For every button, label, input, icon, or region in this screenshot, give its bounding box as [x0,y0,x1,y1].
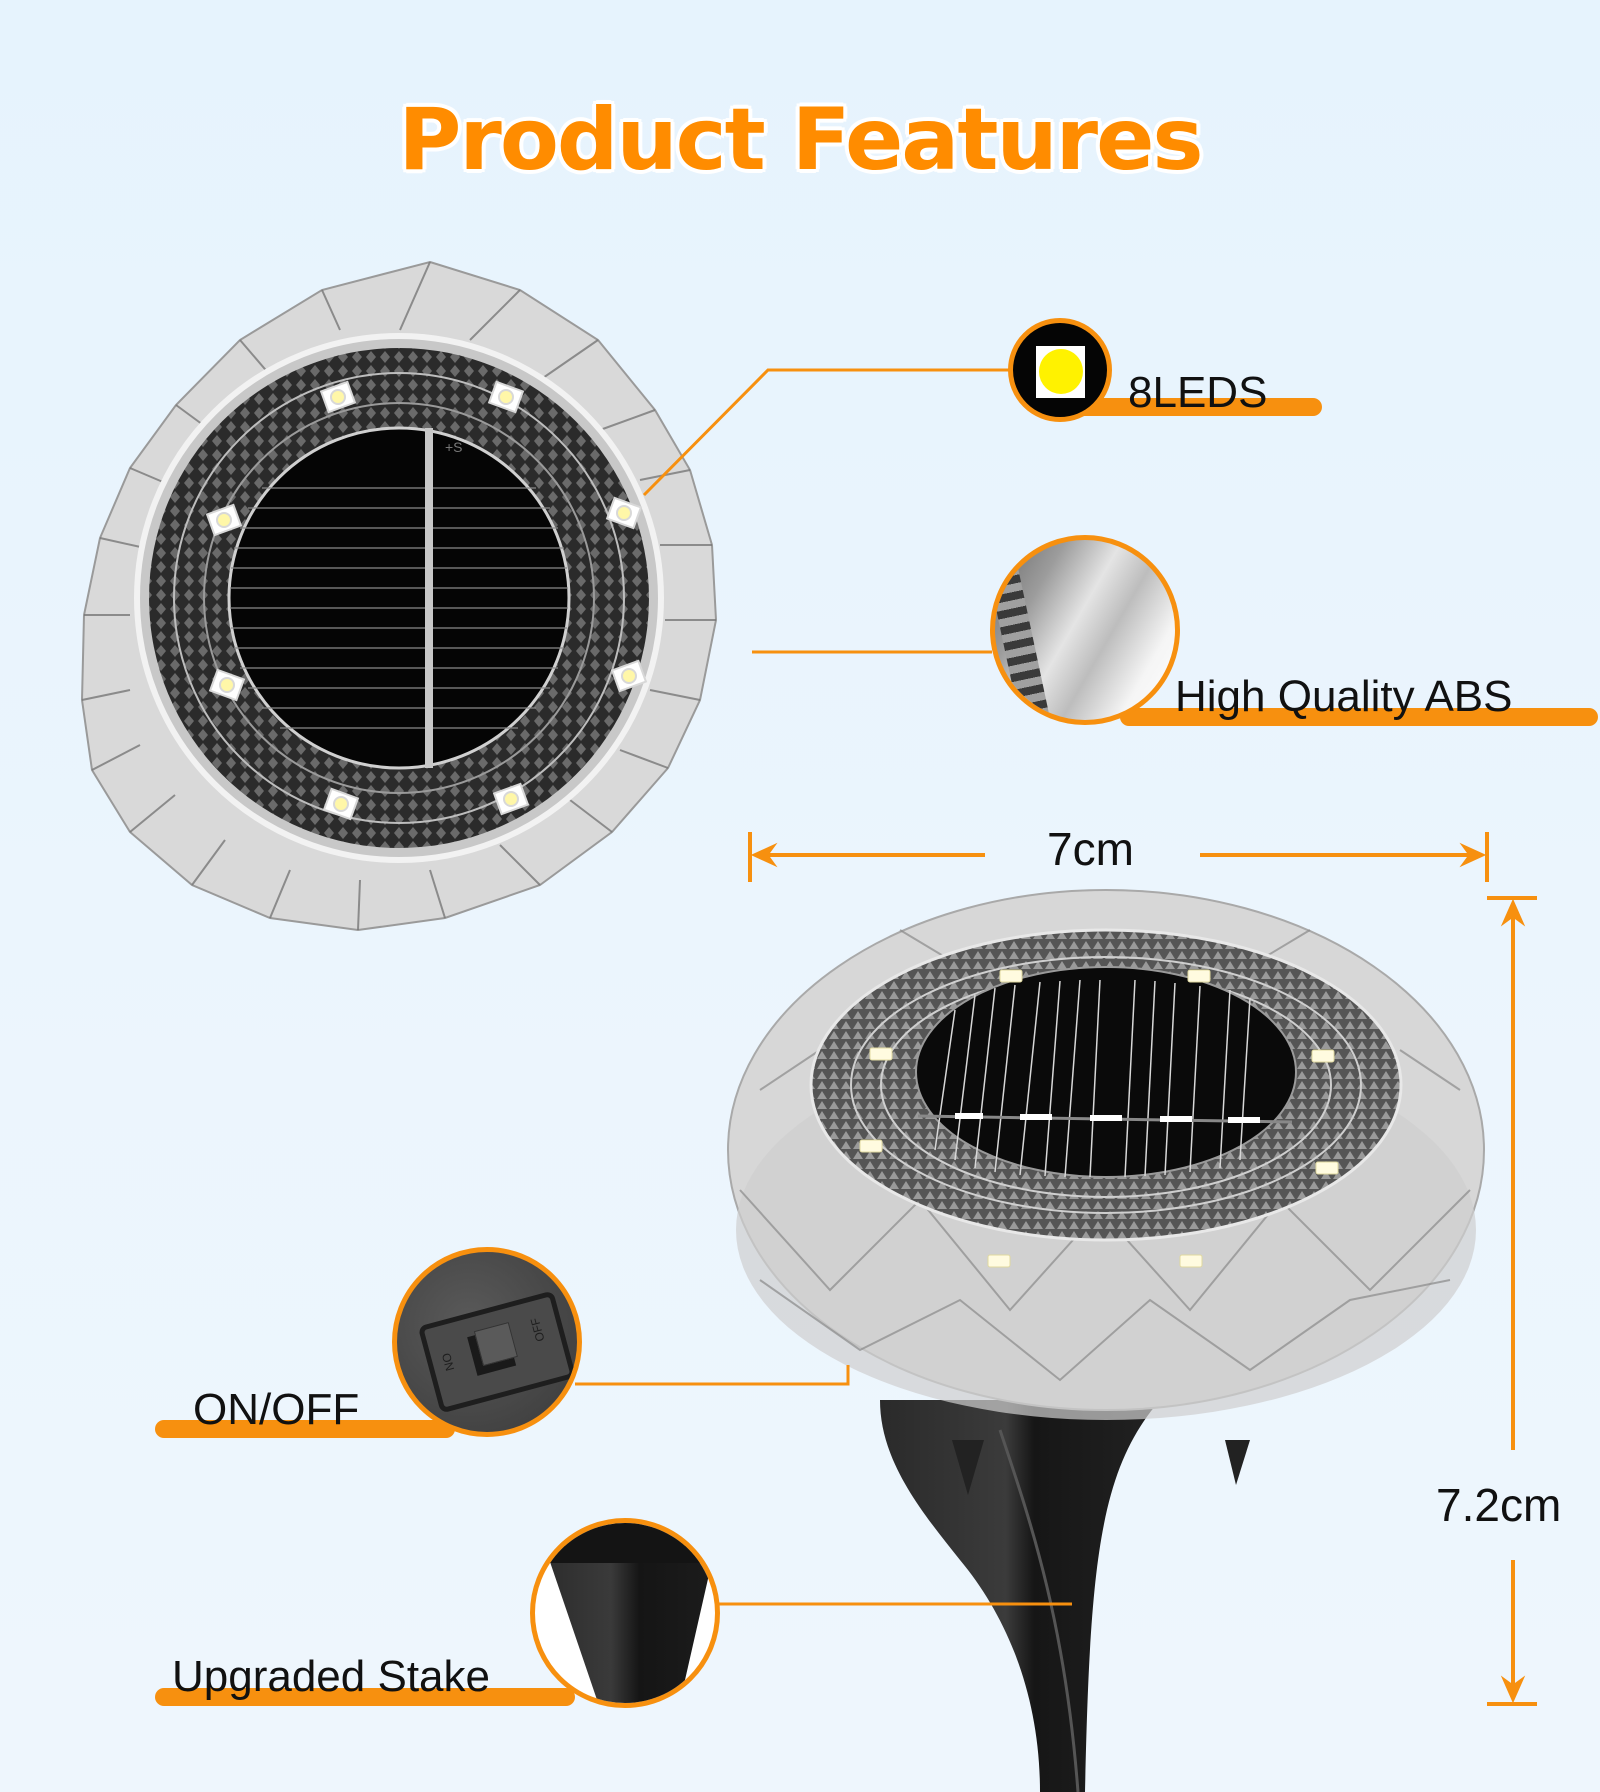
feature-label-switch: ON/OFF [193,1385,360,1434]
leader-line-switch [575,1365,850,1386]
led-ring [205,380,648,821]
svg-text:+S: +S [445,439,463,455]
page-title: Product Features [398,90,1203,190]
feature-label-stake: Upgraded Stake [172,1652,490,1701]
feature-bar-material [1120,708,1598,726]
leader-lines [575,368,1072,1606]
side-view-light [727,889,1485,1792]
switch-off-text: OFF [527,1316,548,1344]
switch-on-text: ON [438,1351,458,1373]
height-dimension-label: 7.2cm [1436,1479,1562,1531]
width-dimension-label: 7cm [1047,823,1134,875]
dimension-arrows [748,832,1537,1706]
crystal-detail-icon [990,535,1180,725]
led-chip-icon [1008,318,1112,422]
leader-line-leds [642,368,1010,497]
switch-detail-icon: ON OFF [392,1247,582,1437]
feature-bar-leds [1060,398,1322,416]
feature-bar-switch [155,1420,455,1438]
top-view-light: +S [80,260,718,932]
feature-bar-stake [155,1688,575,1706]
feature-label-material: High Quality ABS [1175,672,1513,721]
stake-detail-icon [530,1518,720,1708]
feature-label-leds: 8LEDS [1128,368,1268,417]
